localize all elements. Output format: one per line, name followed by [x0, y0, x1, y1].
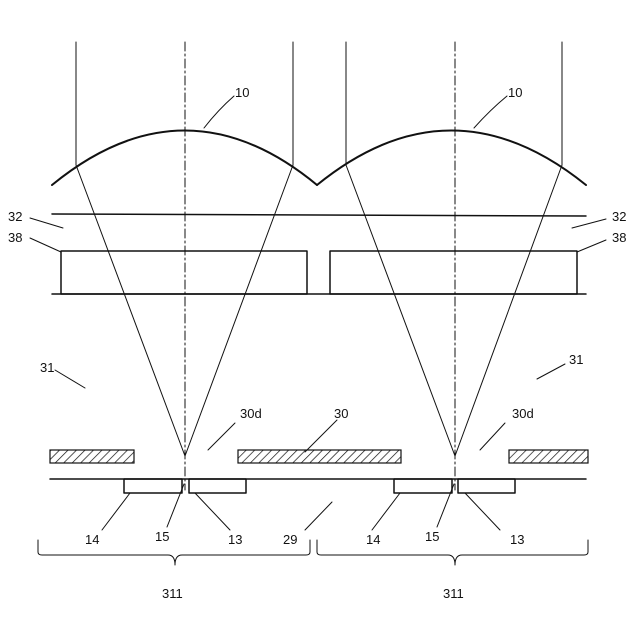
- label-15-right: 15: [425, 529, 439, 544]
- leader-31-right: [537, 364, 565, 379]
- ray-converge-right-a: [346, 165, 455, 456]
- ray-converge-left-a: [76, 165, 185, 456]
- label-30: 30: [334, 406, 348, 421]
- pixel-brace-right: [317, 540, 588, 565]
- leader-lens-right: [474, 96, 507, 128]
- label-15-left: 15: [155, 529, 169, 544]
- label-38-right: 38: [612, 230, 626, 245]
- shield-30-left: [50, 450, 134, 463]
- label-311-right: 311: [443, 586, 464, 601]
- layer-32: [52, 214, 586, 216]
- label-311-left: 311: [162, 586, 183, 601]
- photodiode-13-left: [189, 479, 246, 493]
- shield-30-right: [509, 450, 588, 463]
- converging-rays: [76, 165, 562, 456]
- leader-30d-left: [208, 423, 235, 450]
- label-13-right: 13: [510, 532, 524, 547]
- layer-38-right: [330, 251, 577, 294]
- label-lens-left: 10: [235, 85, 249, 100]
- leader-32-right: [572, 219, 606, 228]
- label-32-right: 32: [612, 209, 626, 224]
- label-13-left: 13: [228, 532, 242, 547]
- photodiode-13-right: [458, 479, 515, 493]
- leader-38-right: [577, 240, 606, 252]
- label-31-left: 31: [40, 360, 54, 375]
- shield-30-center: [238, 450, 401, 463]
- label-14-right: 14: [366, 532, 380, 547]
- label-31-right: 31: [569, 352, 583, 367]
- leader-15-left: [167, 484, 184, 527]
- label-29: 29: [283, 532, 297, 547]
- label-32-left: 32: [8, 209, 22, 224]
- leader-lens-left: [204, 96, 234, 128]
- photodiode-14-left: [124, 479, 182, 493]
- leader-13-right: [465, 493, 500, 530]
- pixel-brace-left: [38, 540, 310, 565]
- leader-14-left: [102, 493, 130, 530]
- leader-13-left: [195, 493, 230, 530]
- leader-29: [305, 502, 332, 530]
- reference-labels: 10 10 32 32 38 38 31 31 30d 30d 30 14 15…: [8, 85, 626, 601]
- leader-15-right: [437, 484, 454, 527]
- label-38-left: 38: [8, 230, 22, 245]
- leader-32-left: [30, 218, 63, 228]
- layer-38-left: [61, 251, 307, 294]
- leader-38-left: [30, 238, 61, 252]
- label-lens-right: 10: [508, 85, 522, 100]
- ray-converge-left-b: [185, 165, 293, 456]
- incident-rays: [76, 42, 562, 165]
- leader-14-right: [372, 493, 400, 530]
- microlens-right: [317, 131, 586, 186]
- label-30d-left: 30d: [240, 406, 262, 421]
- leader-lines: [30, 96, 606, 530]
- leader-30d-right: [480, 423, 505, 450]
- label-30d-right: 30d: [512, 406, 534, 421]
- label-14-left: 14: [85, 532, 99, 547]
- leader-30: [305, 420, 337, 452]
- ray-converge-right-b: [455, 165, 562, 456]
- leader-31-left: [55, 370, 85, 388]
- photodiode-14-right: [394, 479, 452, 493]
